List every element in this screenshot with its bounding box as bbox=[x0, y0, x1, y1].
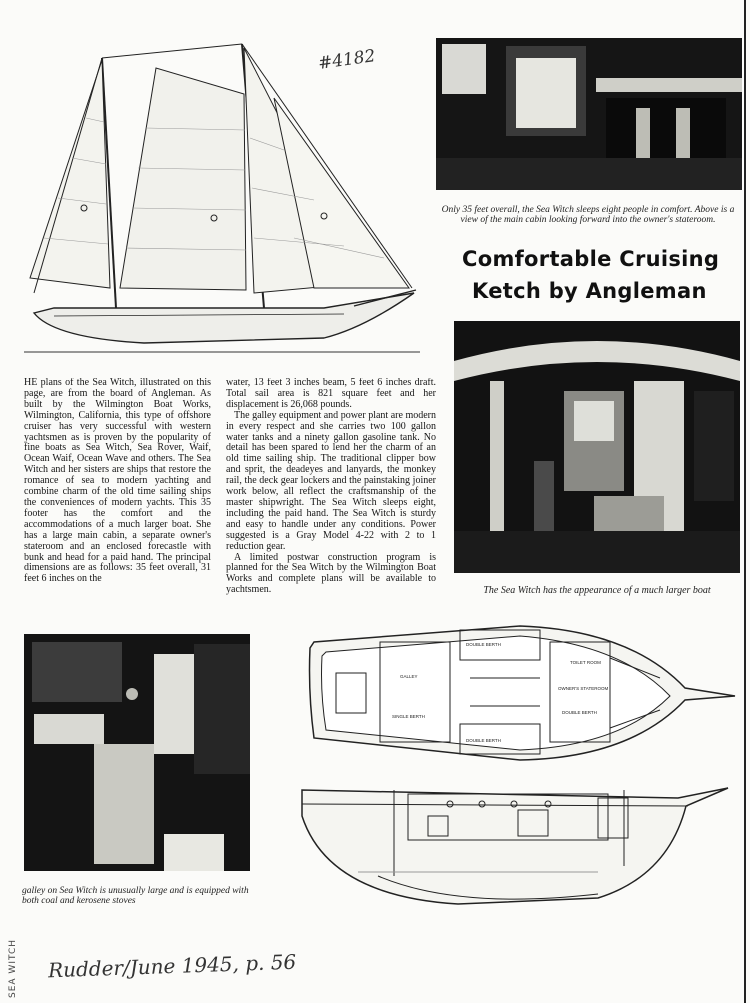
article-column-1: HE plans of the Sea Witch, illustrated o… bbox=[24, 378, 211, 600]
profile-plan-svg bbox=[301, 787, 729, 905]
interior-photo bbox=[454, 321, 740, 573]
plan-label-galley: GALLEY bbox=[400, 674, 418, 679]
article-col2-para-3: A limited postwar construction program i… bbox=[226, 551, 436, 596]
deck-plan-drawing: DOUBLE BERTH SINGLE BERTH DOUBLE BERTH D… bbox=[300, 618, 740, 768]
headline-line-1: Comfortable Cruising bbox=[462, 247, 720, 271]
interior-caption: The Sea Witch has the appearance of a mu… bbox=[483, 585, 711, 596]
article-col2-para-1: water, 13 feet 3 inches beam, 5 feet 6 i… bbox=[226, 378, 436, 410]
deck-plan-svg: DOUBLE BERTH SINGLE BERTH DOUBLE BERTH D… bbox=[308, 625, 736, 761]
right-edge-line bbox=[744, 0, 746, 1003]
galley-caption: galley on Sea Witch is unusually large a… bbox=[22, 886, 249, 906]
sail-plan-drawing bbox=[24, 38, 420, 356]
plan-label-owners: OWNER'S STATEROOM bbox=[558, 686, 608, 691]
article-col1-text: HE plans of the Sea Witch, illustrated o… bbox=[24, 378, 211, 585]
galley-photo bbox=[24, 634, 250, 871]
profile-plan-drawing bbox=[298, 776, 730, 912]
article-col2-para-2: The galley equipment and power plant are… bbox=[226, 409, 436, 552]
source-note: Rudder/June 1945, p. 56 bbox=[47, 949, 297, 983]
side-mark: SEA WITCH bbox=[8, 939, 18, 998]
headline-line-2: Ketch by Angleman bbox=[472, 279, 707, 303]
article-column-2: water, 13 feet 3 inches beam, 5 feet 6 i… bbox=[226, 378, 436, 600]
plan-label-berth-4: DOUBLE BERTH bbox=[562, 710, 597, 715]
main-cabin-photo bbox=[436, 38, 742, 190]
main-cabin-caption: Only 35 feet overall, the Sea Witch slee… bbox=[441, 205, 735, 225]
plan-label-berth-1: DOUBLE BERTH bbox=[466, 642, 501, 647]
ketch-sail-plan-svg bbox=[24, 43, 420, 353]
plan-label-berth-2: SINGLE BERTH bbox=[392, 714, 425, 719]
plan-label-toilet: TOILET ROOM bbox=[570, 660, 601, 665]
plan-label-berth-3: DOUBLE BERTH bbox=[466, 738, 501, 743]
